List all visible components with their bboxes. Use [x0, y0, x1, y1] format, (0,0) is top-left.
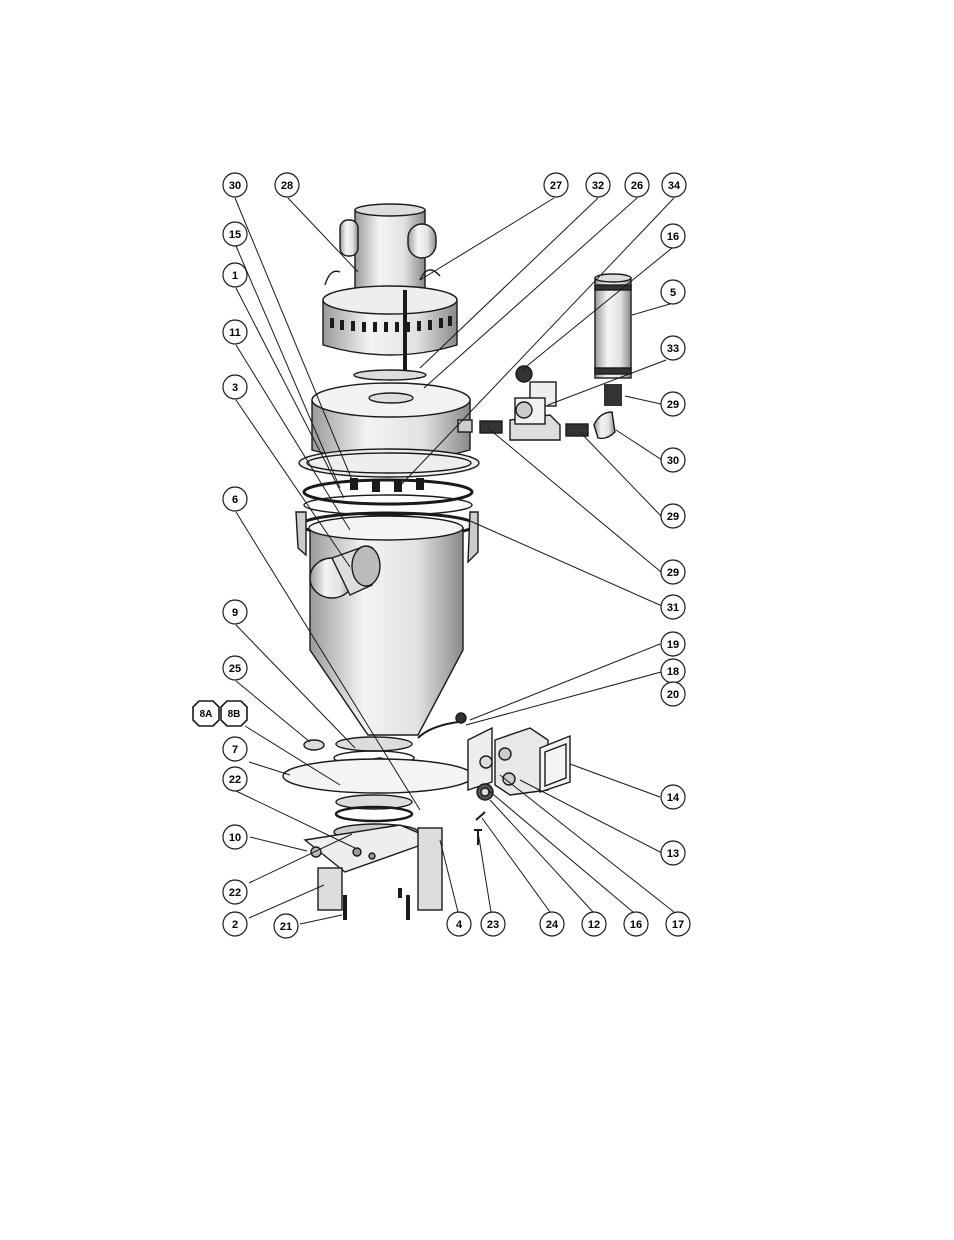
callout-label: 4	[456, 919, 463, 931]
callout-label: 34	[668, 180, 681, 192]
callout-label: 22	[229, 887, 241, 899]
motor-assembly	[323, 204, 457, 380]
callout-3: 3	[223, 375, 247, 399]
callout-label: 23	[487, 919, 499, 931]
callout-label: 15	[229, 229, 241, 241]
callout-label: 33	[667, 343, 679, 355]
callout-17: 17	[666, 912, 690, 936]
callout-34: 34	[662, 173, 686, 197]
base-assembly	[283, 737, 473, 920]
callout-29-c: 29	[661, 560, 685, 584]
callout-label: 27	[550, 180, 562, 192]
callout-1: 1	[223, 263, 247, 287]
callout-33: 33	[661, 336, 685, 360]
callout-label: 29	[667, 399, 679, 411]
callout-label: 24	[546, 919, 559, 931]
callout-label: 21	[280, 921, 292, 933]
callout-2: 2	[223, 912, 247, 936]
callout-10: 10	[223, 825, 247, 849]
callout-label: 1	[232, 270, 238, 282]
lid	[299, 383, 479, 492]
callout-22-b: 22	[223, 880, 247, 904]
callout-label: 12	[588, 919, 600, 931]
callout-label: 10	[229, 832, 241, 844]
callout-label: 5	[670, 287, 676, 299]
callout-12: 12	[582, 912, 606, 936]
callout-label: 3	[232, 382, 238, 394]
callout-18: 18	[661, 659, 685, 683]
callout-label: 29	[667, 567, 679, 579]
callout-label: 30	[667, 455, 679, 467]
callout-6: 6	[223, 487, 247, 511]
callout-29-a: 29	[661, 392, 685, 416]
callout-4: 4	[447, 912, 471, 936]
callout-32: 32	[586, 173, 610, 197]
callout-label: 26	[631, 180, 643, 192]
callout-31: 31	[661, 595, 685, 619]
callout-23: 23	[481, 912, 505, 936]
callout-16-bottom: 16	[624, 912, 648, 936]
callout-8a: 8A	[193, 701, 219, 726]
callout-30-top: 30	[223, 173, 247, 197]
callout-label: 22	[229, 774, 241, 786]
callout-20: 20	[661, 682, 685, 706]
filter-cartridge	[594, 274, 631, 438]
callout-8b: 8B	[221, 701, 247, 726]
callout-label: 17	[672, 919, 684, 931]
callout-label: 19	[667, 639, 679, 651]
callout-label: 8A	[200, 709, 213, 720]
callout-24: 24	[540, 912, 564, 936]
callout-label: 9	[232, 607, 238, 619]
callout-28: 28	[275, 173, 299, 197]
callout-21: 21	[274, 914, 298, 938]
callout-9: 9	[223, 600, 247, 624]
callout-25: 25	[223, 656, 247, 680]
callout-15: 15	[223, 222, 247, 246]
callout-label: 18	[667, 666, 679, 678]
callout-29-b: 29	[661, 504, 685, 528]
callout-label: 2	[232, 919, 238, 931]
callout-label: 31	[667, 602, 679, 614]
callout-label: 16	[630, 919, 642, 931]
callout-22-a: 22	[223, 767, 247, 791]
machine	[283, 204, 631, 920]
callout-7: 7	[223, 737, 247, 761]
callout-label: 13	[667, 848, 679, 860]
callout-label: 7	[232, 744, 238, 756]
callout-19: 19	[661, 632, 685, 656]
callout-27: 27	[544, 173, 568, 197]
callout-16-top: 16	[661, 224, 685, 248]
solenoid-valve	[480, 366, 588, 440]
callout-label: 30	[229, 180, 241, 192]
callout-label: 28	[281, 180, 293, 192]
callout-26: 26	[625, 173, 649, 197]
callout-label: 6	[232, 494, 238, 506]
callout-label: 14	[667, 792, 680, 804]
callout-13: 13	[661, 841, 685, 865]
callout-label: 32	[592, 180, 604, 192]
hopper-body	[296, 512, 478, 735]
callout-5: 5	[661, 280, 685, 304]
callout-30-right: 30	[661, 448, 685, 472]
callout-label: 29	[667, 511, 679, 523]
callout-11: 11	[223, 320, 247, 344]
callout-14: 14	[661, 785, 685, 809]
callout-label: 20	[667, 689, 679, 701]
callout-label: 16	[667, 231, 679, 243]
callout-label: 8B	[228, 709, 241, 720]
callout-label: 25	[229, 663, 241, 675]
callout-label: 11	[229, 327, 241, 339]
